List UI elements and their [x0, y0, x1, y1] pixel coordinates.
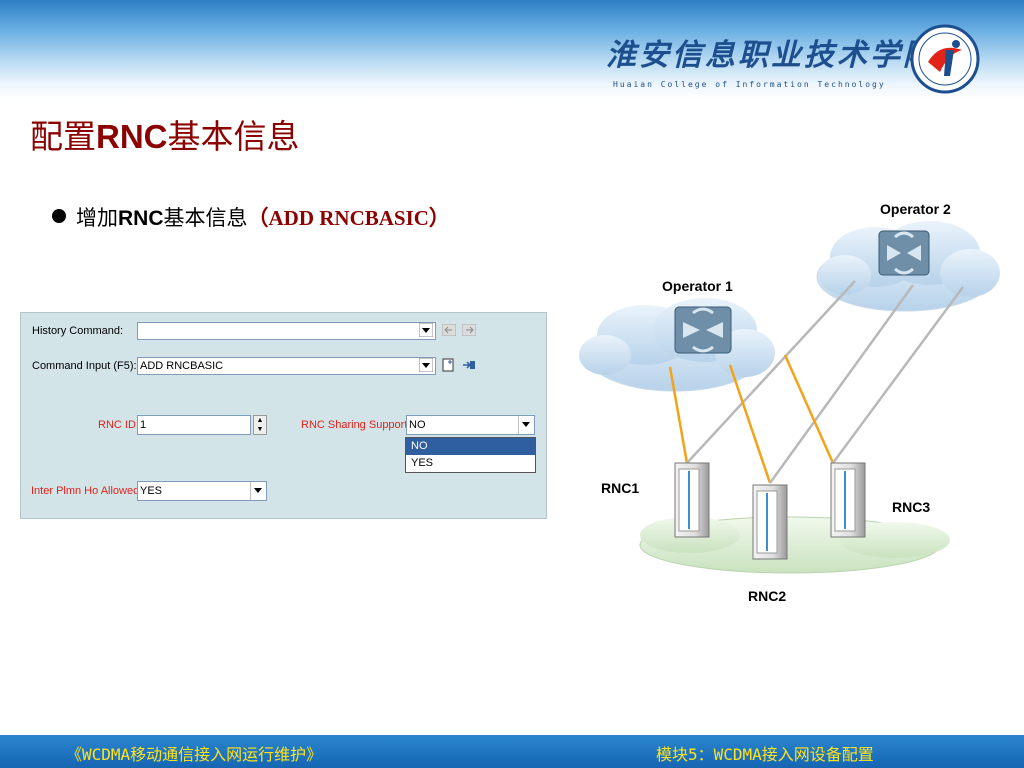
command-help-icon[interactable] [442, 358, 456, 372]
rnc-sharing-support-label: RNC Sharing Support [301, 419, 408, 431]
rnc-sharing-support-select[interactable]: NO [406, 415, 535, 435]
rnc1-label: RNC1 [601, 480, 640, 496]
command-dropdown-button[interactable] [418, 357, 434, 373]
rnc2-label: RNC2 [748, 588, 787, 604]
rnc-id-label: RNC ID [98, 419, 136, 431]
rnc-id-input[interactable]: 1 [137, 415, 251, 435]
link-lines [668, 280, 965, 484]
rnc3-label: RNC3 [892, 499, 931, 515]
option-no[interactable]: NO [406, 438, 535, 455]
college-name-cn: 淮安信息职业技术学院 [606, 38, 936, 73]
command-input-label: Command Input (F5): [32, 360, 137, 372]
operator-2-label: Operator 2 [880, 201, 951, 217]
rnc2-cabinet-icon [752, 484, 788, 560]
history-command-label: History Command: [32, 325, 124, 337]
network-diagram [579, 221, 1000, 574]
rnc1-cabinet-icon [674, 462, 710, 538]
rnc-sharing-support-options: NO YES [405, 437, 536, 473]
rnc3-cabinet-icon [830, 462, 866, 538]
chevron-down-icon[interactable] [250, 482, 266, 500]
inter-plmn-ho-allowed-label: Inter Plmn Ho Allowed [31, 485, 140, 497]
history-command-select[interactable] [137, 322, 436, 340]
rnc-id-spinner[interactable]: ▲▼ [253, 415, 267, 435]
footer-bar: 《WCDMA移动通信接入网运行维护》 模块5：WCDMA接入网设备配置 [0, 735, 1024, 768]
router-icon [878, 230, 930, 276]
header-banner: 淮安信息职业技术学院 Huaian College of Information… [0, 0, 1024, 100]
bullet-item: 增加RNC基本信息（ADD RNCBASIC） [52, 202, 450, 232]
router-icon [674, 306, 732, 354]
footer-course-title: 《WCDMA移动通信接入网运行维护》 [66, 745, 323, 764]
college-logo-icon [910, 24, 980, 94]
command-name: （ADD RNCBASIC） [247, 206, 450, 230]
history-prev-arrow-icon[interactable] [441, 323, 457, 338]
command-input-field[interactable]: ADD RNCBASIC [137, 357, 436, 375]
bullet-dot [52, 209, 66, 223]
operator-1-label: Operator 1 [662, 278, 733, 294]
command-execute-icon[interactable] [462, 358, 476, 372]
college-name-en: Huaian College of Information Technology [613, 80, 886, 89]
footer-module-title: 模块5：WCDMA接入网设备配置 [656, 745, 874, 764]
history-dropdown-button[interactable] [418, 322, 434, 338]
chevron-down-icon[interactable] [518, 416, 534, 434]
history-next-arrow-icon[interactable] [461, 323, 477, 338]
inter-plmn-ho-allowed-select[interactable]: YES [137, 481, 267, 501]
page-title: 配置RNC基本信息 [30, 117, 300, 156]
option-yes[interactable]: YES [411, 457, 434, 469]
command-panel: History Command: Command Input (F5): ADD… [20, 312, 547, 519]
